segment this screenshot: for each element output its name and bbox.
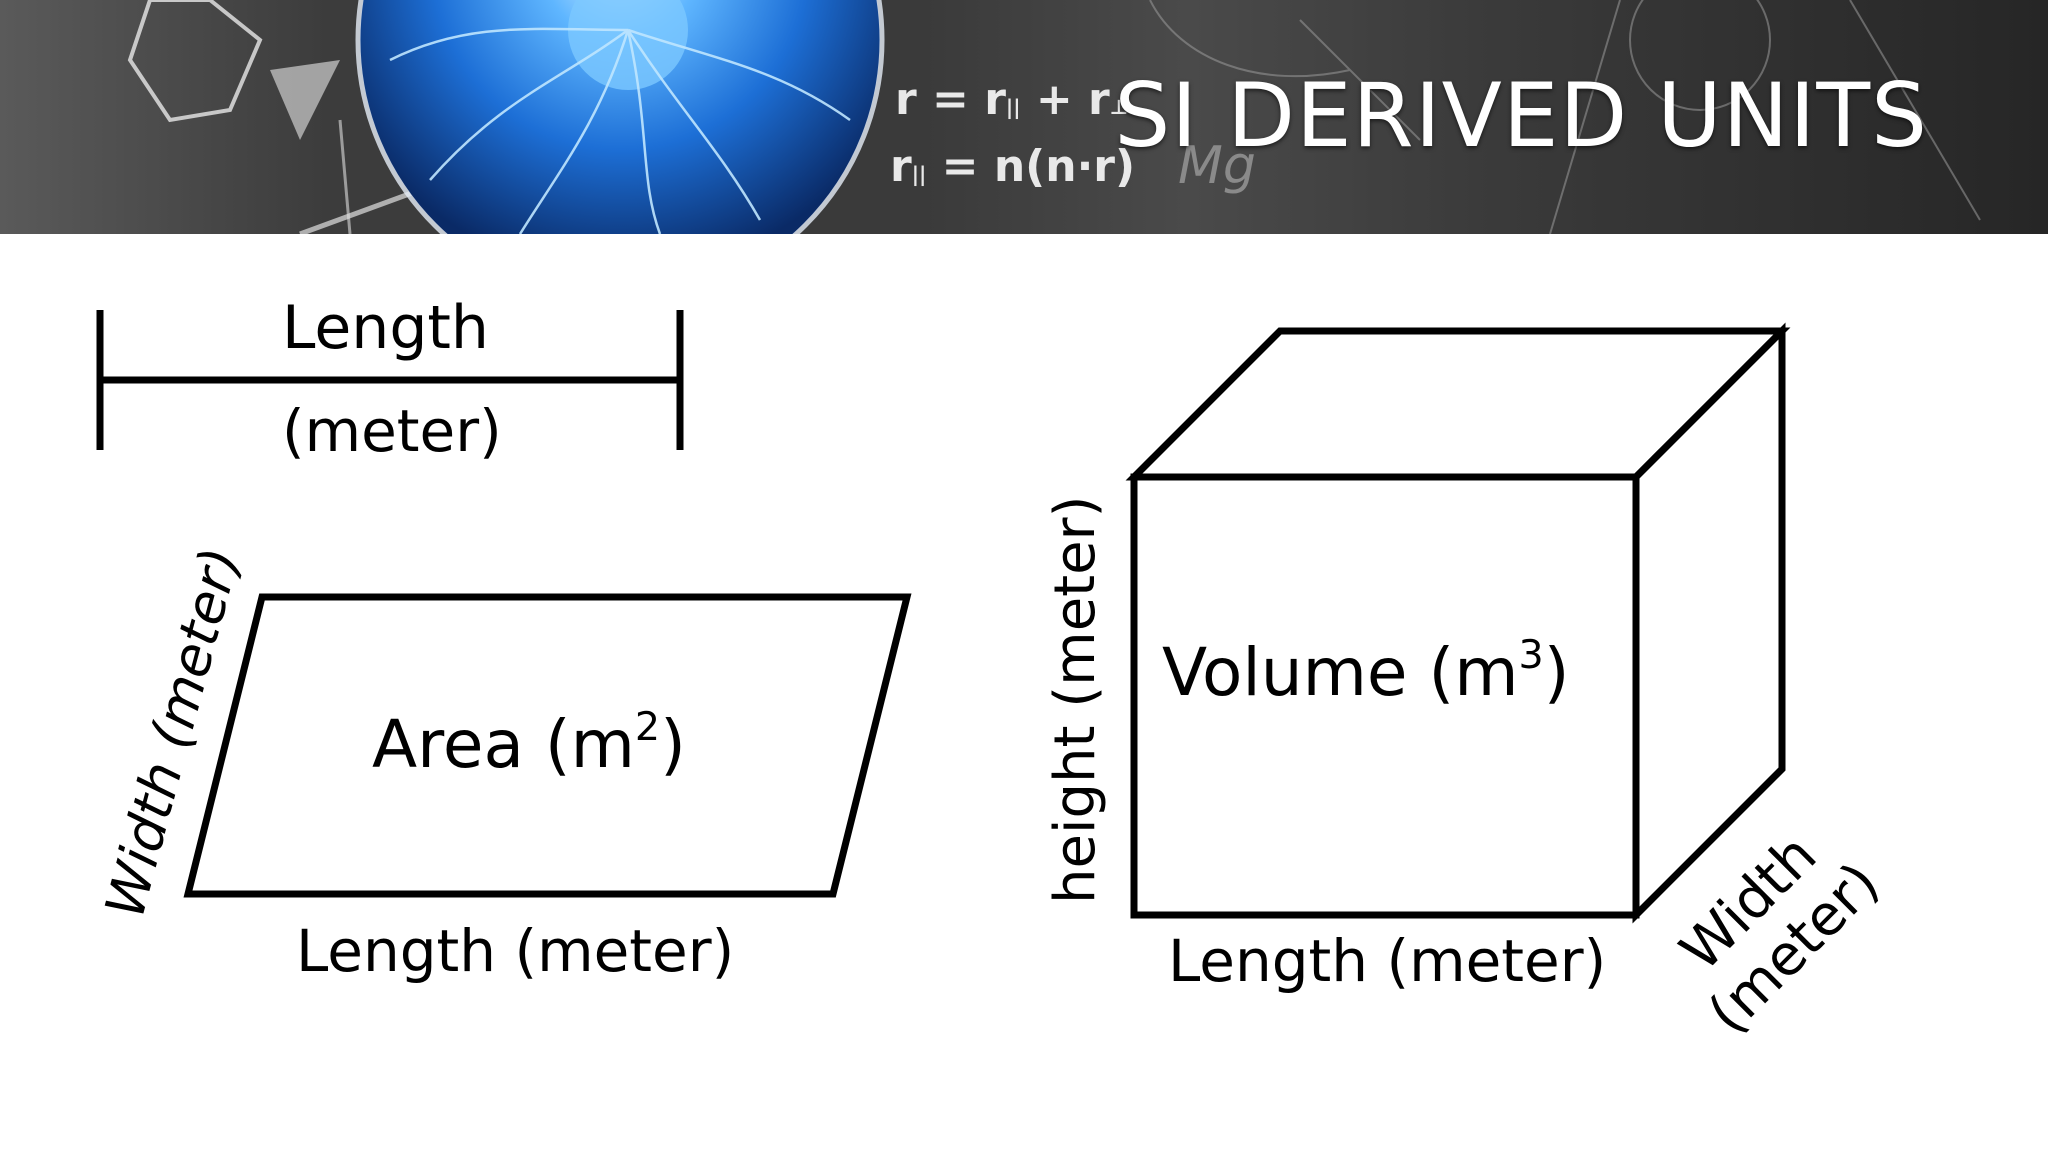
- hexagon-sketch-icon: [127, 0, 263, 123]
- length-bar: [96, 310, 684, 450]
- banner-equation-2: r|| = n(n·r): [890, 141, 1136, 192]
- area-parallelogram: [183, 593, 912, 898]
- length-bottom-label: (meter): [282, 397, 502, 465]
- banner-equation-1: r = r|| + r⊥: [895, 74, 1128, 125]
- header-banner: r = r|| + r⊥ r|| = n(n·r) Mg SI DERIVED …: [0, 0, 2048, 234]
- slide-title: SI DERIVED UNITS: [1114, 64, 1928, 167]
- area-center-label: Area (m2): [372, 704, 686, 783]
- cube-front-face: [1130, 473, 1640, 919]
- volume-cube: [1125, 322, 1791, 924]
- volume-center-label: Volume (m3): [1162, 632, 1570, 711]
- volume-height-label: height (meter): [1043, 495, 1108, 904]
- prism-sketch-icon: [270, 60, 340, 140]
- plasma-globe-icon: [360, 0, 880, 234]
- area-length-label: Length (meter): [296, 917, 735, 985]
- length-top-label: Length: [282, 293, 489, 363]
- volume-length-label: Length (meter): [1168, 927, 1607, 995]
- banner-background-text: Mg: [1178, 136, 1256, 196]
- banner-background-art: [127, 0, 1981, 234]
